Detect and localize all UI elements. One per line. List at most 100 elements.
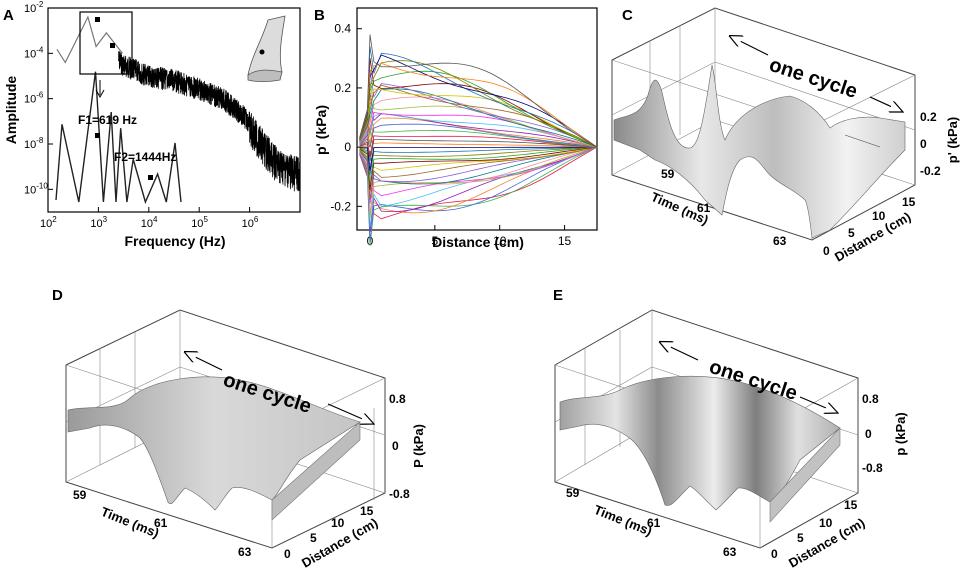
panel-c-cycle-arrow-right xyxy=(869,96,903,112)
panel-d-z-tick-top: 0.8 xyxy=(389,392,406,406)
panel-b-series-line xyxy=(359,146,598,185)
panel-b-y-tick-label: 0.2 xyxy=(334,81,351,95)
panel-c-z-tick-bot: -0.2 xyxy=(920,164,941,178)
panel-c-time-tick-61: 61 xyxy=(697,201,711,215)
panel-a-x-tick-label: 104 xyxy=(141,215,158,230)
panel-e-z-label: p (kPa) xyxy=(893,412,908,455)
panel-d-time-tick-63: 63 xyxy=(238,545,252,559)
panel-c-surface xyxy=(613,64,906,239)
panel-e-time-tick-61: 61 xyxy=(647,516,661,530)
panel-b-y-label: p' (kPa) xyxy=(313,105,329,155)
panel-a-x-tick-label: 103 xyxy=(90,215,107,230)
panel-c-z-tick-top: 0.2 xyxy=(920,110,937,124)
panel-label-b: B xyxy=(314,7,325,24)
panel-b-series-line xyxy=(359,146,598,185)
panel-b-series-line xyxy=(359,117,598,148)
panel-b-y-tick-label: -0.2 xyxy=(330,199,351,213)
panel-b-series-line xyxy=(359,88,598,148)
panel-a-spectrum-low-freq xyxy=(56,15,123,64)
panel-e-z-tick-bot: -0.8 xyxy=(862,461,883,475)
panel-b-series-line xyxy=(359,46,598,148)
panel-e: E one cycle 59 61 63 Time (ms) 0 5 10 15… xyxy=(553,287,908,571)
panel-label-d: D xyxy=(52,287,63,304)
panel-d-time-tick-59: 59 xyxy=(73,488,87,502)
panel-b-y-tick-label: 0.4 xyxy=(334,22,351,36)
panel-b-series-line xyxy=(359,127,598,157)
panel-b-series-line xyxy=(359,96,598,148)
panel-e-time-tick-59: 59 xyxy=(566,486,580,500)
panel-d-dist-tick-15: 15 xyxy=(360,504,374,518)
panel-a-x-tick-label: 106 xyxy=(242,215,259,230)
panel-a-y-label: Amplitude xyxy=(3,76,19,145)
panel-b-series-line xyxy=(359,34,598,148)
panel-d-cycle-arrow-right xyxy=(327,403,374,424)
panel-d-dist-tick-10: 10 xyxy=(331,516,345,530)
panel-a-inset-f1-marker xyxy=(95,133,100,138)
panel-c: C one cycle 59 61 63 Time (ms) 0 5 10 15… xyxy=(611,7,960,265)
panel-d-surface xyxy=(67,376,361,511)
panel-b-series-line xyxy=(359,104,598,148)
panel-e-dist-tick-15: 15 xyxy=(844,498,858,512)
panel-b-series-line xyxy=(359,62,598,148)
panel-a-axes-frame xyxy=(47,7,301,213)
panel-b-series-line xyxy=(359,146,598,232)
panel-a-f2-marker xyxy=(110,43,115,48)
panel-b-series xyxy=(359,34,598,247)
panel-d-dist-tick-5: 5 xyxy=(310,531,317,545)
panel-c-z-tick-mid: 0 xyxy=(920,137,927,151)
panel-a-spectrum-line xyxy=(118,50,301,192)
panel-c-dist-tick-5: 5 xyxy=(848,226,855,240)
panel-d: D one cycle 59 61 63 Time (ms) 0 5 10 15… xyxy=(52,287,426,571)
panel-a-y-tick-label: 10-2 xyxy=(24,0,44,15)
panel-b-series-line xyxy=(359,146,598,242)
panel-label-c: C xyxy=(622,7,633,24)
panel-b-series-line xyxy=(359,57,598,148)
panel-b-series-line xyxy=(359,146,597,171)
panel-b-x-tick-label: 15 xyxy=(558,234,572,248)
panel-c-time-tick-59: 59 xyxy=(661,167,675,181)
panel-c-time-tick-63: 63 xyxy=(773,234,787,248)
panel-b-series-line xyxy=(359,146,598,176)
panel-d-z-tick-bot: -0.8 xyxy=(389,487,410,501)
panel-b-series-line xyxy=(359,146,598,200)
panel-b-series-line xyxy=(359,138,598,162)
panel-c-cycle-arrow-left xyxy=(730,36,769,56)
panel-b-axes-frame xyxy=(356,7,598,231)
panel-b-series-line xyxy=(359,54,598,148)
panel-b-x-tick-label: 5 xyxy=(431,234,438,248)
panel-b-series-line xyxy=(359,146,598,220)
panel-d-cycle-arrow-left xyxy=(185,352,223,371)
panel-d-z-label: P (kPa) xyxy=(411,424,426,468)
panel-b-series-line xyxy=(359,70,598,148)
panel-b-x-tick-label: 10 xyxy=(493,234,507,248)
panel-b-series-line xyxy=(359,139,598,171)
panel-a-y-tick-label: 10-8 xyxy=(24,136,44,151)
panel-a-zoom-box xyxy=(79,11,133,75)
panel-e-z-tick-top: 0.8 xyxy=(862,392,879,406)
panel-e-cycle-arrow-left xyxy=(660,342,699,361)
panel-a-y-tick-label: 10-4 xyxy=(24,45,44,60)
panel-b-series-line xyxy=(359,88,598,148)
panel-b-series-line xyxy=(359,60,598,148)
panel-d-time-tick-61: 61 xyxy=(154,516,168,530)
panel-d-z-tick-mid: 0 xyxy=(392,439,399,453)
probe-point-icon xyxy=(259,49,265,55)
panel-a-f1-marker xyxy=(95,17,100,22)
panel-b-series-line xyxy=(359,146,598,197)
panel-label-a: A xyxy=(3,7,14,24)
panel-a-f1-label: F1=619 Hz xyxy=(78,113,137,127)
panel-e-time-tick-63: 63 xyxy=(723,545,737,559)
panel-c-dist-tick-10: 10 xyxy=(872,209,886,223)
panel-d-dist-tick-0: 0 xyxy=(284,547,291,561)
panel-a-y-tick-label: 10-6 xyxy=(24,91,44,106)
panel-c-z-label: p' (kPa) xyxy=(945,117,960,163)
panel-e-surface xyxy=(559,375,841,511)
panel-b-series-line xyxy=(359,123,598,148)
vocal-tract-thumbnail xyxy=(247,15,286,82)
panel-e-dist-tick-10: 10 xyxy=(819,516,833,530)
